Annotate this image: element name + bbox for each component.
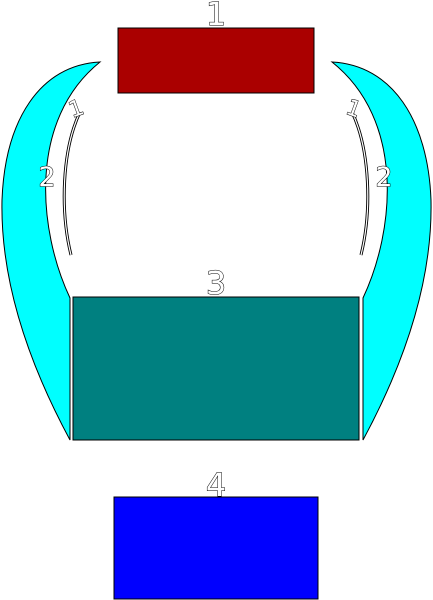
box-4 bbox=[113, 496, 319, 600]
left-arc-label-1: 1 bbox=[66, 95, 88, 123]
left-thin-arc bbox=[62, 111, 82, 256]
left-arc-label-2: 2 bbox=[38, 162, 55, 193]
right-side-swoosh bbox=[330, 61, 432, 441]
box-1 bbox=[117, 27, 315, 94]
right-arc-label-1: 1 bbox=[343, 95, 365, 123]
box-3-label: 3 bbox=[206, 264, 226, 302]
right-arc-label-2: 2 bbox=[375, 162, 392, 193]
box-1-label: 1 bbox=[206, 0, 226, 33]
left-side-swoosh bbox=[1, 61, 102, 441]
right-thin-arc bbox=[350, 111, 370, 256]
box-3 bbox=[72, 296, 360, 441]
box-4-label: 4 bbox=[206, 466, 226, 504]
